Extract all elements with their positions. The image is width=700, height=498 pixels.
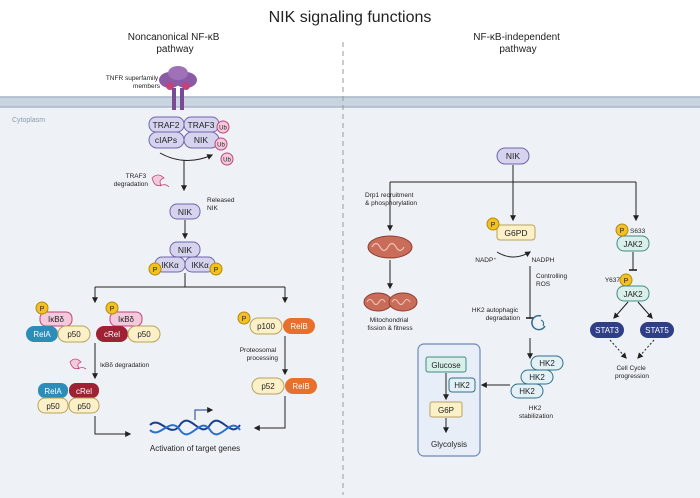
svg-text:p50: p50 bbox=[46, 402, 60, 411]
svg-text:p50: p50 bbox=[67, 330, 81, 339]
s633-label: S633 bbox=[630, 228, 646, 235]
traf2-label: TRAF2 bbox=[153, 120, 180, 130]
ikbd-degradation-label: IκBδ degradation bbox=[100, 362, 150, 369]
svg-text:p100: p100 bbox=[257, 322, 275, 331]
svg-text:P: P bbox=[153, 267, 158, 274]
hk2-autophagic-label: HK2 autophagic degradation bbox=[472, 307, 520, 322]
svg-text:G6P: G6P bbox=[438, 406, 454, 415]
svg-text:p50: p50 bbox=[137, 330, 151, 339]
nik-complex-label: NIK bbox=[194, 135, 209, 145]
svg-text:Glycolysis: Glycolysis bbox=[431, 440, 467, 449]
nik-node-right bbox=[496, 147, 530, 165]
svg-text:cRel: cRel bbox=[76, 387, 92, 396]
phospho-p-icon bbox=[209, 262, 223, 276]
activation-label: Activation of target genes bbox=[150, 444, 240, 453]
ikbd-crel-p50-complex: IκBδ P cRel p50 bbox=[96, 301, 161, 343]
svg-text:RelA: RelA bbox=[33, 330, 51, 339]
svg-text:NIK: NIK bbox=[178, 245, 193, 255]
svg-text:HK2: HK2 bbox=[539, 359, 555, 368]
figure-title: NIK signaling functions bbox=[269, 9, 432, 26]
nadph-label: NADPH bbox=[532, 257, 555, 264]
dna-helix-icon bbox=[149, 407, 241, 436]
mitochondria-fission-icon bbox=[363, 292, 418, 312]
svg-text:p52: p52 bbox=[261, 382, 275, 391]
autophagosome-icon bbox=[531, 314, 546, 331]
cytoplasm-region bbox=[0, 108, 700, 498]
traf3-fragment-icon bbox=[151, 174, 165, 187]
p100-relb-complex: P p100 RelB bbox=[237, 311, 315, 335]
jak2-top-node: JAK2 P S633 bbox=[615, 223, 650, 252]
svg-text:IκBδ: IκBδ bbox=[48, 315, 65, 324]
cell-membrane bbox=[0, 97, 700, 107]
hk2-stack: HK2 HK2 HK2 bbox=[510, 355, 564, 399]
controlling-ros-label: Controlling ROS bbox=[536, 273, 569, 288]
released-nik-node bbox=[169, 203, 201, 220]
right-panel-heading: NF-κB-independent pathway bbox=[473, 32, 563, 55]
proteosomal-label: Proteosomal processing bbox=[240, 347, 279, 362]
svg-text:Ub: Ub bbox=[223, 158, 231, 164]
svg-text:JAK2: JAK2 bbox=[623, 290, 643, 299]
nadp-label: NADP⁺ bbox=[475, 257, 497, 264]
svg-text:HK2: HK2 bbox=[529, 373, 545, 382]
svg-text:P: P bbox=[624, 278, 629, 285]
jak2-bottom-node: Y637 P JAK2 bbox=[605, 273, 650, 302]
svg-text:NIK: NIK bbox=[178, 207, 193, 217]
svg-text:RelB: RelB bbox=[292, 382, 309, 391]
svg-text:P: P bbox=[110, 306, 115, 313]
svg-text:RelB: RelB bbox=[290, 322, 307, 331]
svg-text:IKKα: IKKα bbox=[191, 261, 209, 270]
glycolysis-pathway: Glucose HK2 G6P Glycolysis bbox=[425, 356, 476, 449]
nik-ikka-complex: NIK IKKα IKKα P P bbox=[148, 241, 223, 276]
svg-text:IκBδ: IκBδ bbox=[118, 315, 135, 324]
traf3-degradation-label: TRAF3 degradation bbox=[114, 173, 149, 188]
nfkb-dimers: RelA p50 cRel p50 bbox=[37, 383, 100, 414]
svg-text:P: P bbox=[242, 316, 247, 323]
svg-text:Ub: Ub bbox=[219, 126, 227, 132]
receptor-label: TNFR superfamily members bbox=[106, 75, 161, 90]
stat-nodes: STAT3 STAT5 bbox=[590, 322, 674, 338]
svg-text:P: P bbox=[40, 306, 45, 313]
y637-label: Y637 bbox=[605, 277, 621, 284]
svg-text:NIK: NIK bbox=[506, 151, 521, 161]
svg-text:IKKα: IKKα bbox=[161, 261, 179, 270]
svg-text:STAT5: STAT5 bbox=[645, 326, 669, 335]
ikbd-fragment-icon bbox=[69, 358, 82, 370]
ikbd-rela-p50-complex: IκBδ P RelA p50 bbox=[26, 301, 91, 343]
mito-fission-label: Mitochondrial fission & fitness bbox=[367, 317, 413, 332]
svg-text:P: P bbox=[214, 267, 219, 274]
svg-text:HK2: HK2 bbox=[519, 387, 535, 396]
tnfr-receptor-icon bbox=[159, 66, 197, 110]
traf3-label: TRAF3 bbox=[188, 120, 215, 130]
svg-text:P: P bbox=[491, 222, 496, 229]
mitochondrion-icon bbox=[367, 235, 413, 259]
svg-text:RelA: RelA bbox=[44, 387, 62, 396]
svg-text:JAK2: JAK2 bbox=[623, 240, 643, 249]
svg-text:Ub: Ub bbox=[217, 143, 225, 149]
hk2-stabilization-label: HK2 stabilization bbox=[519, 405, 553, 420]
left-panel-heading: Noncanonical NF-κB pathway bbox=[128, 32, 223, 55]
g6pd-node: G6PD P bbox=[486, 217, 536, 241]
svg-text:G6PD: G6PD bbox=[504, 228, 527, 238]
phospho-p-icon bbox=[148, 262, 162, 276]
svg-text:p50: p50 bbox=[77, 402, 91, 411]
cytoplasm-label: Cytoplasm bbox=[12, 117, 45, 124]
ciaps-label: cIAPs bbox=[155, 135, 177, 145]
released-nik-label: Released NIK bbox=[207, 197, 236, 212]
p52-relb-complex: p52 RelB bbox=[251, 377, 317, 395]
cell-cycle-label: Cell Cycle progression bbox=[615, 365, 649, 380]
drp1-label: Drp1 recruitment & phosphorylation bbox=[365, 192, 417, 207]
ubiquitin-chain: Ub Ub Ub bbox=[214, 120, 234, 166]
svg-text:cRel: cRel bbox=[104, 330, 120, 339]
svg-text:Glucose: Glucose bbox=[431, 361, 461, 370]
svg-text:STAT3: STAT3 bbox=[595, 326, 619, 335]
svg-text:HK2: HK2 bbox=[454, 381, 470, 390]
svg-text:P: P bbox=[620, 228, 625, 235]
